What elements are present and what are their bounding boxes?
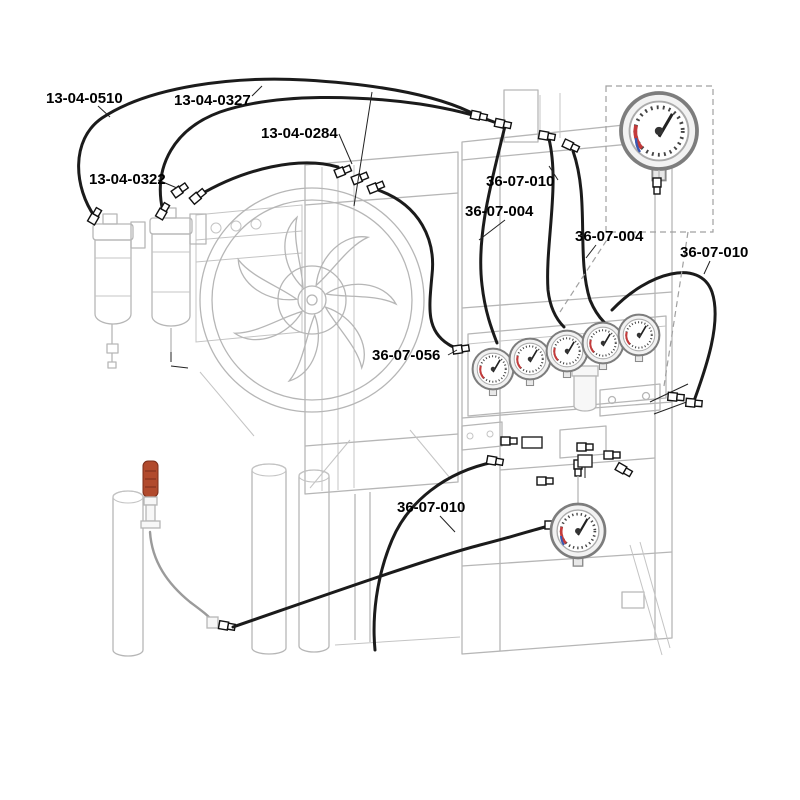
pressure-gauge-icon [471, 347, 515, 397]
fitting-icon [154, 201, 172, 221]
hose-13-04-0284 [196, 161, 340, 198]
filter-canister-right [149, 207, 255, 437]
part-label-13-04-0322: 13-04-0322 [89, 171, 166, 188]
pressure-gauge-icon [581, 321, 625, 371]
radiator-shroud [304, 151, 459, 495]
tee-fitting [577, 454, 593, 468]
hose-36-07-004-left [479, 124, 507, 345]
hand-pump [140, 460, 237, 633]
bottom-frame [334, 492, 461, 646]
part-label-36-07-010-bottom: 36-07-010 [397, 499, 465, 516]
detail-gauge-callout [559, 85, 714, 387]
fitting-icon [500, 436, 518, 446]
part-label-13-04-0510: 13-04-0510 [46, 90, 123, 107]
hose-13-04-0327 [158, 95, 496, 214]
part-label-36-07-056: 36-07-056 [372, 347, 440, 364]
hose-fittings [86, 109, 704, 530]
fitting-icon [666, 391, 686, 403]
fitting-icon [684, 397, 704, 409]
fitting-icon [603, 450, 621, 460]
fitting-icon [576, 442, 594, 452]
fitting-icon [188, 187, 208, 205]
fitting-icon [614, 461, 634, 479]
machine-outline [112, 89, 693, 657]
part-label-13-04-0284: 13-04-0284 [261, 125, 338, 142]
fitting-icon [485, 454, 505, 468]
part-label-36-07-010-top: 36-07-010 [486, 173, 554, 190]
part-label-36-07-004-right: 36-07-004 [575, 228, 644, 245]
support-cylinders [112, 463, 330, 657]
fitting-icon [493, 117, 513, 131]
hose-36-07-010-right [610, 271, 717, 403]
inline-valve [521, 436, 543, 449]
pressure-gauge-icon [617, 313, 661, 363]
part-label-36-07-004-left: 36-07-004 [465, 203, 534, 220]
large-pressure-gauge-icon [619, 91, 699, 183]
hose-36-07-056 [376, 188, 462, 351]
filter-canister-left [92, 213, 146, 369]
fitting-icon [561, 138, 581, 154]
hose-13-04-0510 [77, 77, 472, 219]
dashed-callout-box [605, 85, 714, 233]
fan-flywheel [199, 187, 425, 413]
fitting-icon [469, 109, 489, 123]
hose-36-07-010-top [546, 137, 566, 329]
hose-36-07-004-right [571, 149, 606, 324]
fitting-icon [652, 177, 662, 195]
leader-lines [97, 85, 711, 533]
fitting-icon [451, 343, 471, 355]
hose-36-07-010-bottom-a [372, 460, 496, 652]
hose-36-07-010-bottom-b [231, 524, 551, 629]
part-label-13-04-0327: 13-04-0327 [174, 92, 251, 109]
part-labels: 13-04-0510 13-04-0327 13-04-0284 13-04-0… [46, 90, 748, 516]
pump-hose [148, 530, 214, 623]
hoses [77, 77, 717, 652]
fitting-icon [170, 181, 190, 199]
reservoir-bottle [571, 365, 599, 412]
pressure-gauge-icon [508, 337, 552, 387]
part-label-36-07-010-right: 36-07-010 [680, 244, 748, 261]
bottom-gauge [549, 476, 607, 568]
fitting-icon [536, 476, 554, 486]
